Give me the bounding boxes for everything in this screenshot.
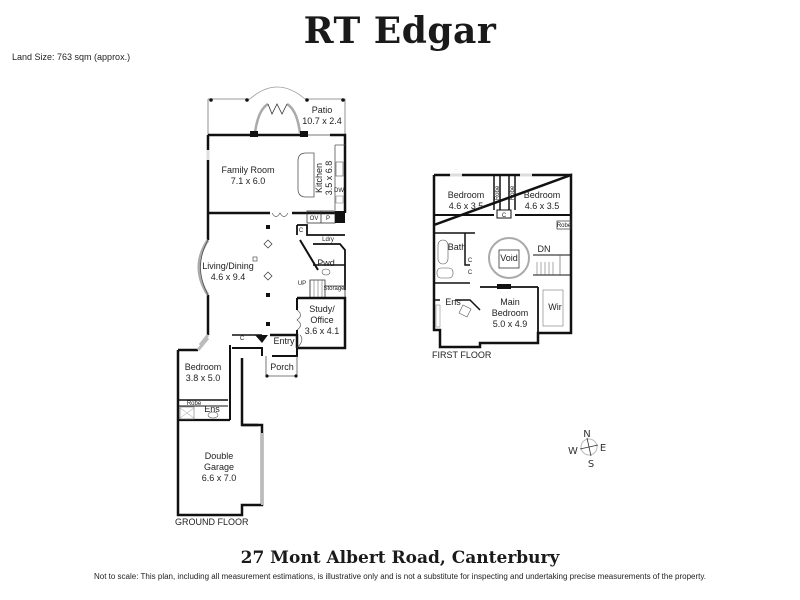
compass-north: N <box>583 429 590 440</box>
first-floor-plan <box>432 173 573 349</box>
room-label-study: Study/ <box>309 304 335 314</box>
room-label-kitchen: Kitchen <box>314 163 324 193</box>
label-c: C <box>502 213 507 219</box>
compass-icon: N E S W <box>568 429 606 470</box>
compass-east: E <box>600 443 606 454</box>
room-label-main-bedroom: Bedroom <box>492 308 529 318</box>
label-c2: C <box>468 258 473 264</box>
label-c2: C <box>240 336 245 342</box>
label-up: UP <box>298 281 306 287</box>
room-label-robe-3: Robe <box>557 223 572 229</box>
room-size-bedroom-2: 4.6 x 3.5 <box>525 201 560 211</box>
room-label-wir: Wir <box>548 302 562 312</box>
room-label-living-dining: Living/Dining <box>202 261 254 271</box>
ground-floor-plan <box>176 86 347 517</box>
room-label-office: Office <box>310 315 333 325</box>
room-size-patio: 10.7 x 2.4 <box>302 116 342 126</box>
room-label-void: Void <box>500 253 518 263</box>
label-dw: DW <box>334 188 344 194</box>
label-ov: OV <box>310 216 319 222</box>
room-size-bedroom-1: 4.6 x 3.5 <box>449 201 484 211</box>
room-size-main-bedroom: 5.0 x 4.9 <box>493 319 528 329</box>
disclaimer-text: Not to scale: This plan, including all m… <box>93 572 707 581</box>
ground-floor-labels: Patio 10.7 x 2.4 Family Room 7.1 x 6.0 K… <box>175 105 345 527</box>
room-label-bath: Bath <box>448 242 467 252</box>
room-size-living-dining: 4.6 x 9.4 <box>211 272 246 282</box>
label-c3: C <box>468 270 473 276</box>
room-label-ens: Ens <box>204 404 220 414</box>
property-address: 27 Mont Albert Road, Canterbury <box>240 548 560 568</box>
label-dn: DN <box>538 244 551 254</box>
label-c1: C <box>299 228 304 234</box>
ground-floor-label: GROUND FLOOR <box>175 517 249 527</box>
room-label-pwd: Pwd <box>317 258 335 268</box>
room-label-porch: Porch <box>270 362 294 372</box>
room-size-kitchen: 3.5 x 6.8 <box>324 161 334 196</box>
room-label-entry: Entry <box>273 336 295 346</box>
first-floor-labels: Bedroom 4.6 x 3.5 Bedroom 4.6 x 3.5 Robe… <box>432 185 572 360</box>
room-label-robe-2: Robe <box>510 185 516 200</box>
land-size: Land Size: 763 sqm (approx.) <box>12 52 131 62</box>
room-label-robe-1: Robe <box>495 185 501 200</box>
compass-west: W <box>568 446 578 457</box>
room-label-family-room: Family Room <box>221 165 274 175</box>
label-p: P <box>326 216 330 222</box>
room-label-storage: Storage <box>323 286 345 292</box>
room-label-ens: Ens <box>445 297 461 307</box>
room-label-ldry: Ldry <box>322 237 334 243</box>
brand-title: RT Edgar <box>303 10 497 52</box>
room-label-bedroom-1: Bedroom <box>448 190 485 200</box>
room-size-study: 3.6 x 4.1 <box>305 326 340 336</box>
compass-south: S <box>588 459 594 470</box>
room-label-bedroom: Bedroom <box>185 362 222 372</box>
room-label-bedroom-2: Bedroom <box>524 190 561 200</box>
room-size-garage: 6.6 x 7.0 <box>202 473 237 483</box>
first-floor-label: FIRST FLOOR <box>432 350 492 360</box>
room-size-family-room: 7.1 x 6.0 <box>231 176 266 186</box>
room-label-main: Main <box>500 297 520 307</box>
room-label-patio: Patio <box>312 105 333 115</box>
room-label-robe: Robe <box>187 401 202 407</box>
room-size-bedroom: 3.8 x 5.0 <box>186 373 221 383</box>
room-label-double: Double <box>205 451 234 461</box>
room-label-garage: Garage <box>204 462 234 472</box>
